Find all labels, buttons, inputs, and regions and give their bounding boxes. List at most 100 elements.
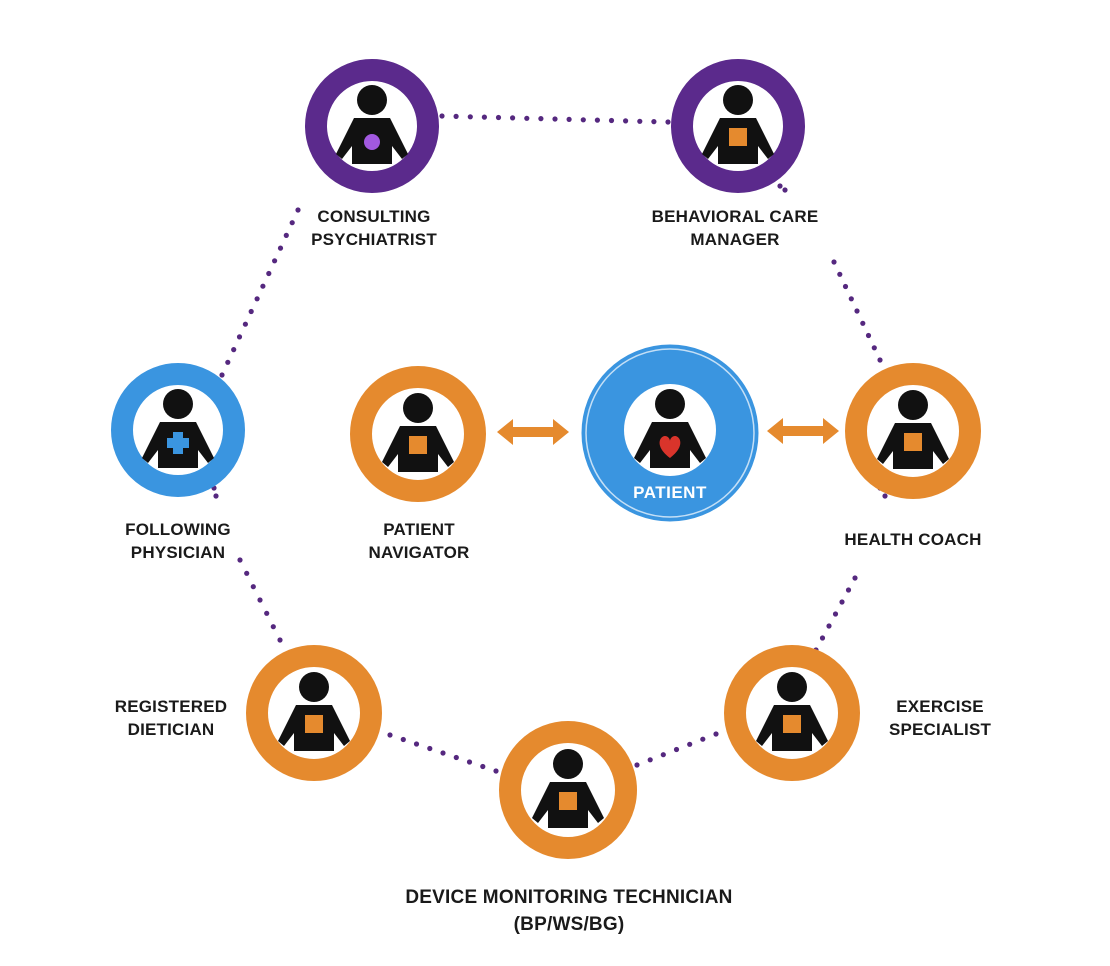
- health-coach-node: [845, 363, 981, 499]
- connector-dot: [260, 283, 266, 289]
- connector-dot: [552, 116, 558, 122]
- connector-dot: [713, 731, 719, 737]
- connector-dot: [839, 599, 845, 605]
- connector-dot: [257, 597, 263, 603]
- consulting-psychiatrist-label: CONSULTING PSYCHIATRIST: [311, 205, 437, 251]
- patient-navigator-label: PATIENT NAVIGATOR: [369, 518, 470, 564]
- connector-dot: [673, 746, 680, 753]
- connector-dot: [580, 117, 586, 123]
- connector-dot: [254, 296, 260, 302]
- exercise-specialist-node: [724, 645, 860, 781]
- connector-dot: [242, 321, 248, 327]
- connector-dot: [295, 207, 301, 213]
- label-line: FOLLOWING: [125, 520, 231, 539]
- connector-dot: [400, 736, 406, 743]
- following-physician-label: FOLLOWING PHYSICIAN: [125, 518, 231, 564]
- connector-dot: [608, 117, 615, 124]
- label-line: BEHAVIORAL CARE: [651, 207, 819, 226]
- label-line: SPECIALIST: [888, 720, 992, 739]
- label-line: REGISTERED: [114, 697, 228, 716]
- label-line: EXERCISE: [896, 697, 984, 716]
- connector-dot: [289, 220, 295, 226]
- connector-dot: [860, 320, 866, 326]
- registered-dietician-label: REGISTERED DIETICIAN: [115, 695, 228, 741]
- connector-dot: [852, 575, 858, 581]
- connector-dot: [848, 296, 854, 302]
- connector-dot: [877, 357, 883, 363]
- connector-dot: [594, 117, 601, 123]
- connector-dot: [440, 750, 446, 756]
- behavioral-care-manager-label: BEHAVIORAL CARE MANAGER: [652, 205, 819, 251]
- registered-dietician-node: [246, 645, 382, 781]
- connector-dot: [865, 332, 872, 339]
- connector-dot: [277, 637, 283, 643]
- connector-dot: [453, 113, 459, 119]
- connector-dot: [700, 736, 706, 742]
- connector-dot: [481, 114, 487, 120]
- connector-dot: [236, 334, 243, 340]
- connector-dot: [213, 493, 219, 499]
- connector-dot: [387, 732, 393, 738]
- connector-dot: [637, 118, 643, 124]
- connector-dot: [782, 187, 788, 193]
- connector-dot: [854, 308, 860, 314]
- heart-icon: [659, 436, 681, 458]
- behavioral-care-manager-node: [671, 59, 805, 193]
- label-line: DEVICE MONITORING TECHNICIAN: [405, 887, 733, 908]
- label-line: (BP/WS/BG): [513, 914, 625, 935]
- orange-square-icon: [904, 433, 922, 451]
- connector-dot: [845, 587, 852, 593]
- connector-dot: [248, 308, 254, 315]
- label-line: PSYCHIATRIST: [311, 230, 437, 249]
- connector-dot: [283, 232, 289, 238]
- connector-dot: [250, 584, 256, 590]
- connector-dot: [466, 759, 473, 765]
- label-line: NAVIGATOR: [368, 543, 470, 562]
- connector-dot: [219, 372, 225, 378]
- consulting-psychiatrist-node: [305, 59, 439, 193]
- connector-dot: [842, 283, 849, 290]
- connector-dot: [538, 116, 544, 122]
- connector-dot: [270, 624, 276, 630]
- following-physician-node: [111, 363, 245, 497]
- connector-dot: [225, 359, 231, 365]
- connector-dot: [231, 347, 237, 353]
- connector-dot: [623, 118, 629, 124]
- patient-navigator-node: [350, 366, 486, 502]
- connector-dot: [634, 762, 640, 768]
- orange-square-icon: [783, 715, 801, 733]
- connector-dot: [427, 745, 433, 752]
- connector-dot: [777, 183, 783, 189]
- connector-dot: [272, 258, 278, 264]
- device-monitoring-technician-label: DEVICE MONITORING TECHNICIAN (BP/WS/BG): [405, 884, 732, 938]
- health-coach-label: HEALTH COACH: [844, 528, 981, 551]
- label-line: PATIENT: [383, 520, 455, 539]
- connector-dot: [665, 119, 671, 125]
- connector-dot: [566, 116, 572, 122]
- connector-dot: [882, 493, 888, 499]
- connector-dot: [871, 345, 877, 351]
- connector-dot: [837, 271, 843, 277]
- device-monitoring-technician-node: [499, 721, 637, 859]
- connector-dot: [480, 763, 486, 770]
- connector-dot: [413, 741, 420, 747]
- exercise-specialist-label: EXERCISE SPECIALIST: [889, 695, 991, 741]
- connector-dot: [495, 114, 502, 121]
- label-line: PHYSICIAN: [130, 543, 226, 562]
- connector-dot: [660, 752, 666, 758]
- connector-dot: [831, 259, 837, 265]
- connector-dot: [439, 113, 445, 119]
- patient-label: PATIENT: [633, 483, 707, 502]
- label-line: DIETICIAN: [127, 720, 215, 739]
- connector-dot: [237, 557, 243, 563]
- patient-node: [578, 341, 762, 525]
- connector-dot: [651, 119, 657, 125]
- connector-dot: [826, 623, 832, 629]
- orange-square-icon: [409, 436, 427, 454]
- connector-dot: [647, 757, 653, 763]
- connector-dot: [524, 115, 530, 121]
- connector-dot: [453, 754, 459, 761]
- connector-dot: [819, 635, 826, 641]
- label-line: HEALTH COACH: [844, 530, 982, 549]
